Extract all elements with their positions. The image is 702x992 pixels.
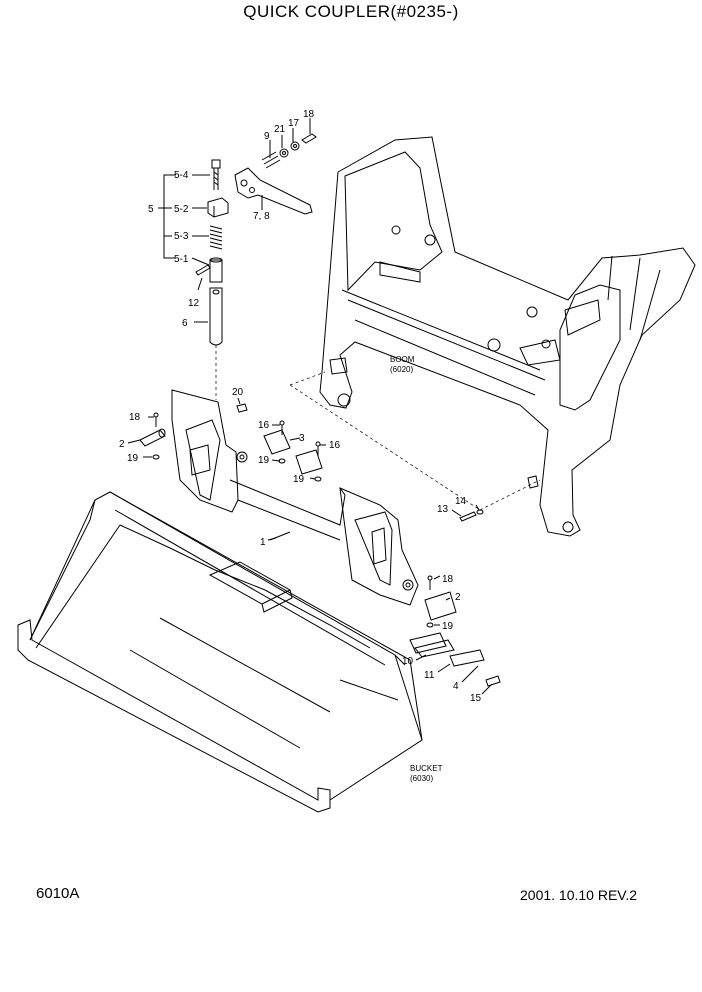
callout-13: 13 xyxy=(437,504,449,515)
callout-5: 5 xyxy=(148,204,154,215)
lock-pin-assembly xyxy=(158,159,229,346)
coupler-pins-and-bolts xyxy=(127,397,501,695)
callout-11: 11 xyxy=(424,670,435,681)
callout-18: 18 xyxy=(129,412,141,423)
callout-15: 15 xyxy=(470,693,482,704)
callout-5-1: 5-1 xyxy=(174,254,189,265)
callout-2: 2 xyxy=(119,439,125,450)
callout-19: 19 xyxy=(127,453,139,464)
callout-2: 2 xyxy=(455,592,461,603)
callout-16: 16 xyxy=(329,440,341,451)
callout-18: 18 xyxy=(303,109,315,120)
callout-5-3: 5-3 xyxy=(174,231,189,242)
boom-ref-label: (6020) xyxy=(390,365,413,374)
callout-10: 10 xyxy=(402,656,414,667)
callout-19: 19 xyxy=(293,474,305,485)
callout-21: 21 xyxy=(274,124,286,135)
coupler-frame xyxy=(171,389,419,606)
callout-7-8: 7, 8 xyxy=(253,211,270,222)
callout-4: 4 xyxy=(453,681,459,692)
bucket xyxy=(17,491,423,813)
bucket-label: BUCKET xyxy=(410,764,443,773)
callout-9: 9 xyxy=(264,131,270,142)
diagram-code: 6010A xyxy=(36,885,80,902)
callout-20: 20 xyxy=(232,387,244,398)
boom-assembly xyxy=(319,136,696,537)
callout-3: 3 xyxy=(299,433,305,444)
bucket-ref-label: (6030) xyxy=(410,774,433,783)
callout-1: 1 xyxy=(260,537,266,548)
boom-label: BOOM xyxy=(390,355,415,364)
callout-14: 14 xyxy=(455,496,467,507)
lever-assembly xyxy=(234,118,317,215)
callout-16: 16 xyxy=(258,420,270,431)
callout-labels: 18 21 17 9 5-4 5 5-2 5-3 5-1 7, 8 12 6 2… xyxy=(119,109,482,783)
callout-18: 18 xyxy=(442,574,454,585)
callout-19: 19 xyxy=(258,455,270,466)
callout-19: 19 xyxy=(442,621,454,632)
callout-12: 12 xyxy=(188,298,200,309)
date-revision: 2001. 10.10 REV.2 xyxy=(520,887,638,903)
callout-5-4: 5-4 xyxy=(174,170,189,181)
page-title: QUICK COUPLER(#0235-) xyxy=(243,2,459,21)
callout-6: 6 xyxy=(182,318,188,329)
callout-5-2: 5-2 xyxy=(174,204,189,215)
reference-lines xyxy=(215,345,541,511)
callout-17: 17 xyxy=(288,118,300,129)
